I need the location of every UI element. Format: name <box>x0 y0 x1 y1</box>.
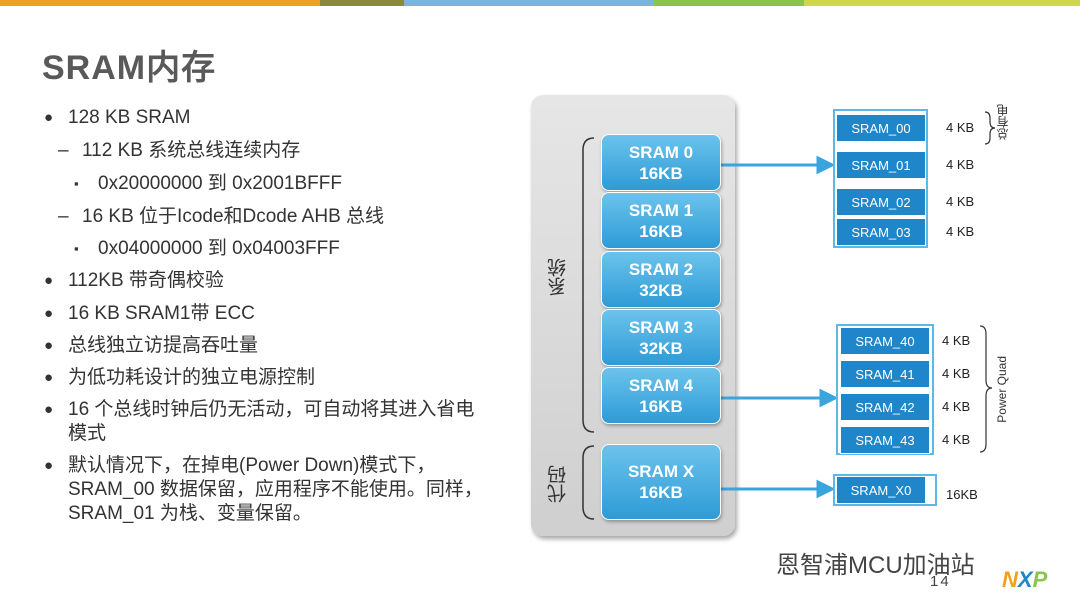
group-sram0 <box>833 109 928 248</box>
bullet-item: 模式 <box>44 422 106 446</box>
sram-block-name: SRAM X <box>627 462 695 481</box>
page-title: SRAM内存 <box>42 49 217 87</box>
sram-block-name: SRAM 1 <box>628 200 694 220</box>
sram-block: SRAM X 16KB <box>601 444 721 520</box>
bullet-text: 112 KB 系统总线连续内存 <box>82 140 301 161</box>
bullet-marker: ● <box>44 457 54 474</box>
bullet-text: 0x04000000 到 0x04003FFF <box>98 238 340 259</box>
code-label: 代码 <box>548 465 569 503</box>
bullet-marker: ● <box>44 401 54 418</box>
sram-bank-size: 4 KB <box>942 366 971 381</box>
sram-bank: SRAM_43 <box>840 426 930 454</box>
bullet-item: ▪ 0x20000000 到 0x2001BFFF <box>74 172 342 196</box>
sram-block-size: 16KB <box>639 163 683 183</box>
bullet-text: 默认情况下，在掉电(Power Down)模式下， <box>68 455 436 476</box>
sram-bank-size: 4 KB <box>946 120 975 135</box>
group-sram4 <box>836 324 934 455</box>
bullet-item: ● 128 KB SRAM <box>44 106 191 130</box>
bullet-text: 16 KB SRAM1带 ECC <box>68 303 255 324</box>
sram-bank: SRAM_02 <box>836 188 926 216</box>
bullet-text: SRAM_00 数据保留，应用程序不能使用。同样， <box>68 479 483 500</box>
sram-block-size: 32KB <box>639 338 683 358</box>
sram-bank: SRAM_00 <box>836 114 926 142</box>
sram-block-name: SRAM 0 <box>628 142 694 162</box>
bullet-marker: ● <box>44 305 54 322</box>
sram-block-size: 16KB <box>639 483 683 502</box>
bullet-item: ● 总线独立访提高吞吐量 <box>44 334 258 358</box>
bullet-marker: ● <box>44 337 54 354</box>
system-label: 系统 <box>548 258 569 296</box>
power-quad-label: Power Quad <box>995 356 1009 423</box>
bullet-marker: – <box>58 206 69 227</box>
bullet-item: ● 16 KB SRAM1带 ECC <box>44 302 255 326</box>
sram-bank-size: 16KB <box>946 487 978 502</box>
sram-bank-size: 4 KB <box>942 432 971 447</box>
bullet-item: SRAM_00 数据保留，应用程序不能使用。同样， <box>44 478 483 502</box>
bullet-item: ● 为低功耗设计的独立电源控制 <box>44 366 315 390</box>
bullet-text: 112KB 带奇偶校验 <box>68 270 224 291</box>
bullet-text: 16 个总线时钟后仍无活动，可自动将其进入省电 <box>68 399 475 420</box>
sram-bank: SRAM_03 <box>836 218 926 246</box>
bullet-marker: ● <box>44 369 54 386</box>
nxp-logo: NXP <box>1002 567 1048 592</box>
bullet-marker: ● <box>44 109 54 126</box>
bullet-text: 模式 <box>68 423 107 444</box>
top-color-bar <box>0 0 1080 6</box>
sram-bank: SRAM_42 <box>840 393 930 421</box>
sram-bank-size: 4 KB <box>946 194 975 209</box>
sram-bank: SRAM_40 <box>840 327 930 355</box>
always-powered-label: 总有电 <box>996 104 1010 140</box>
bullet-text: 0x20000000 到 0x2001BFFF <box>98 173 342 194</box>
sram-bank-size: 4 KB <box>942 333 971 348</box>
sram-block-name: SRAM 2 <box>628 259 694 279</box>
bullet-marker: – <box>58 140 69 161</box>
bullet-text: 总线独立访提高吞吐量 <box>68 335 259 356</box>
bullet-marker: ▪ <box>74 241 79 256</box>
bullet-item: –112 KB 系统总线连续内存 <box>58 139 300 163</box>
sram-block-name: SRAM 3 <box>628 317 694 337</box>
bullet-text: SRAM_01 为栈、变量保留。 <box>68 503 312 524</box>
bullet-marker: ● <box>44 272 54 289</box>
sram-bank-size: 4 KB <box>946 224 975 239</box>
sram-bank-size: 4 KB <box>942 399 971 414</box>
sram-bank-size: 4 KB <box>946 157 975 172</box>
bullet-text: 为低功耗设计的独立电源控制 <box>68 367 316 388</box>
sram-block-size: 16KB <box>639 396 683 416</box>
sram-bank: SRAM_41 <box>840 360 930 388</box>
sram-bank: SRAM_X0 <box>836 476 926 504</box>
group-sramx <box>833 474 937 506</box>
bullet-marker: ▪ <box>74 176 79 191</box>
sram-block-size: 16KB <box>639 221 683 241</box>
sram-bank: SRAM_01 <box>836 151 926 179</box>
bullet-item: ● 默认情况下，在掉电(Power Down)模式下， <box>44 454 435 478</box>
page-number: 14 <box>930 573 951 590</box>
bullet-text: 16 KB 位于Icode和Dcode AHB 总线 <box>82 206 385 227</box>
sram-block-size: 32KB <box>639 280 683 300</box>
bullet-item: –16 KB 位于Icode和Dcode AHB 总线 <box>58 205 384 229</box>
bullet-item: ● 112KB 带奇偶校验 <box>44 269 224 293</box>
sram-block-name: SRAM 4 <box>628 375 694 395</box>
bullet-item: ▪ 0x04000000 到 0x04003FFF <box>74 237 340 261</box>
watermark: 恩智浦MCU加油站 <box>776 552 975 579</box>
bullet-item: SRAM_01 为栈、变量保留。 <box>44 502 312 526</box>
bullet-text: 128 KB SRAM <box>68 107 191 128</box>
bullet-item: ● 16 个总线时钟后仍无活动，可自动将其进入省电 <box>44 398 474 422</box>
